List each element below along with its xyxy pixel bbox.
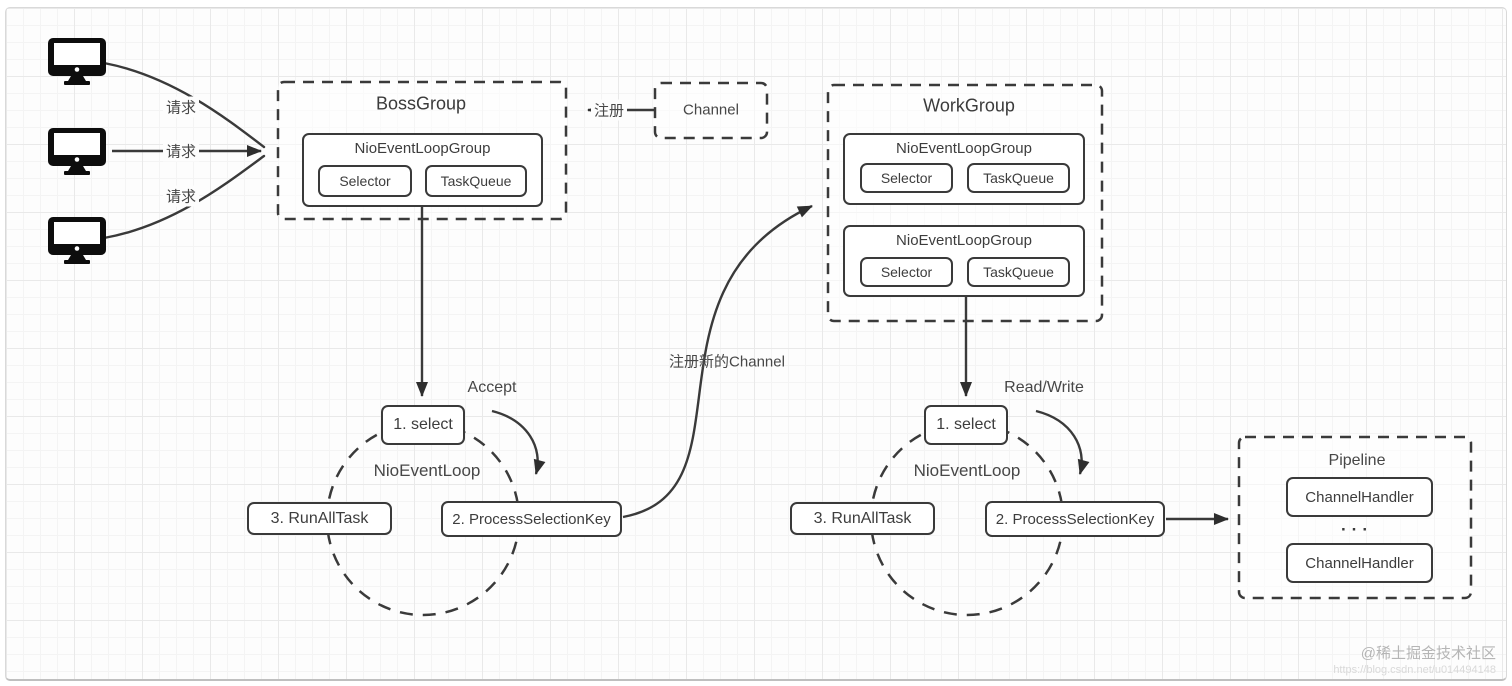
run-all-task-box: 3. RunAllTask: [247, 502, 392, 535]
channel-handler-box: ChannelHandler: [1286, 543, 1433, 583]
nio-event-loop-label: NioEventLoop: [373, 461, 481, 480]
work-task-queue-box-2: TaskQueue: [967, 257, 1070, 287]
request-label: 请求: [162, 140, 200, 162]
work-group-title: WorkGroup: [923, 95, 1015, 116]
channel-title: Channel: [683, 101, 739, 119]
accept-curve-arrow: [491, 409, 546, 475]
process-selection-key-box: 2. ProcessSelectionKey: [441, 501, 622, 537]
channel-handler-box: ChannelHandler: [1286, 477, 1433, 517]
process-selection-key-box: 2. ProcessSelectionKey: [985, 501, 1165, 537]
nio-event-loop-group-title: NioEventLoopGroup: [896, 140, 1032, 157]
pipeline-ellipsis: ···: [1341, 520, 1373, 539]
boss-selector-box: Selector: [318, 165, 412, 197]
select-step-box: 1. select: [924, 405, 1008, 445]
readwrite-curve-arrow: [1035, 409, 1090, 475]
watermark-url: https://blog.csdn.net/u014494148: [1333, 663, 1496, 676]
client-monitor-icon: [48, 217, 106, 264]
boss-group-title: BossGroup: [375, 93, 467, 114]
request-label: 请求: [162, 96, 200, 118]
pipeline-title: Pipeline: [1328, 452, 1386, 469]
select-step-box: 1. select: [381, 405, 465, 445]
work-selector-box-1: Selector: [860, 163, 953, 193]
client-monitor-icon: [48, 38, 106, 85]
read-write-annotation: Read/Write: [1004, 379, 1084, 396]
nio-event-loop-label: NioEventLoop: [913, 461, 1021, 480]
boss-task-queue-box: TaskQueue: [425, 165, 527, 197]
register-new-channel-arrow: [622, 204, 813, 519]
work-task-queue-box-1: TaskQueue: [967, 163, 1070, 193]
channel-box: [653, 81, 769, 140]
watermark-community: @稀土掘金技术社区: [1360, 645, 1496, 662]
client-monitor-icon: [48, 128, 106, 175]
nio-event-loop-group-title: NioEventLoopGroup: [896, 232, 1032, 249]
register-new-channel-label: 注册新的Channel: [669, 353, 785, 371]
work-selector-box-2: Selector: [860, 257, 953, 287]
register-label: 注册: [590, 99, 628, 121]
run-all-task-box: 3. RunAllTask: [790, 502, 935, 535]
accept-annotation: Accept: [467, 379, 517, 396]
watermark: @稀土掘金技术社区 https://blog.csdn.net/u0144941…: [1333, 645, 1496, 678]
request-label: 请求: [162, 185, 200, 207]
nio-event-loop-group-title: NioEventLoopGroup: [354, 140, 491, 157]
